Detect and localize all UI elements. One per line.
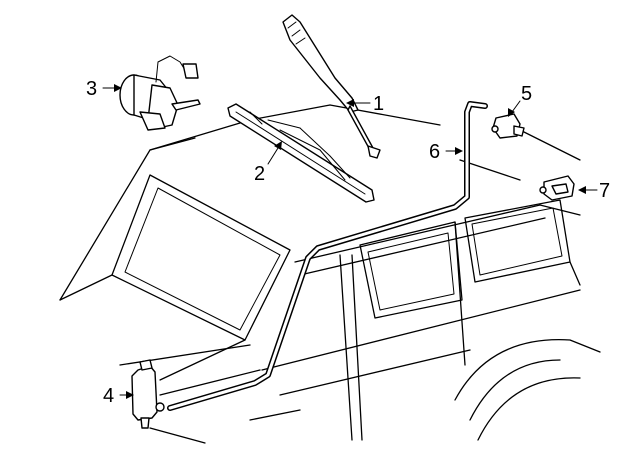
callout-1: 1 (373, 93, 384, 115)
callout-arrows (102, 84, 598, 399)
callout-7: 7 (599, 180, 610, 202)
callout-3: 3 (86, 78, 97, 100)
wiper-arm (282, 14, 381, 159)
washer-pump (131, 359, 165, 429)
callout-5: 5 (521, 83, 532, 105)
wiper-motor (119, 55, 201, 131)
washer-hose (167, 101, 488, 411)
callout-6: 6 (429, 141, 440, 163)
washer-nozzle (491, 113, 525, 139)
wiper-blade (227, 103, 375, 203)
callout-4: 4 (103, 385, 114, 407)
callout-2: 2 (254, 163, 265, 185)
nozzle-bracket (539, 175, 575, 201)
